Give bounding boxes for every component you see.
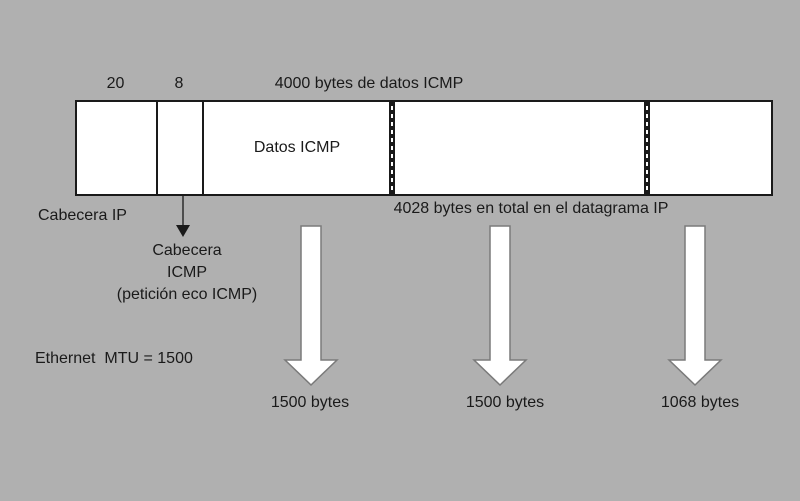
big-down-arrow-icon [667, 225, 723, 387]
fragment-1-size-label: 1500 bytes [270, 394, 350, 411]
icmp-header-divider-line [202, 102, 204, 194]
datos-icmp-label: Datos ICMP [253, 139, 341, 156]
icmp-header-pointer-line [182, 196, 184, 226]
big-down-arrow-icon [472, 225, 528, 387]
ethernet-mtu-label: Ethernet MTU = 1500 [35, 350, 193, 367]
datagram-total-label: 4028 bytes en total en el datagrama IP [393, 200, 669, 217]
ip-datagram-box: Datos ICMP [75, 100, 773, 196]
fragment-boundary-dashed-line-2 [644, 102, 650, 194]
fragment-boundary-dashed-line-1 [389, 102, 395, 194]
icmp-header-caption-line3: (petición eco ICMP) [116, 286, 258, 303]
fragment-3-size-label: 1068 bytes [660, 394, 740, 411]
ip-header-divider-line [156, 102, 158, 194]
fragment-boundary-dashes [391, 102, 393, 194]
fragment-2-size-label: 1500 bytes [465, 394, 545, 411]
icmp-data-size-label: 4000 bytes de datos ICMP [274, 75, 464, 92]
ip-header-caption: Cabecera IP [38, 207, 127, 224]
icmp-header-caption-line2: ICMP [167, 264, 207, 281]
fragment-boundary-bar [648, 102, 650, 194]
fragment-boundary-dashes [646, 102, 648, 194]
icmp-header-size-label: 8 [174, 75, 184, 92]
fragment-boundary-bar [389, 102, 391, 194]
small-down-arrow-icon [176, 225, 190, 237]
icmp-header-caption-line1: Cabecera [152, 242, 222, 259]
big-down-arrow-icon [283, 225, 339, 387]
ip-header-size-label: 20 [106, 75, 125, 92]
fragment-boundary-bar [644, 102, 646, 194]
fragment-boundary-bar [393, 102, 395, 194]
icmp-header-caption: Cabecera ICMP (petición eco ICMP) [102, 240, 272, 306]
